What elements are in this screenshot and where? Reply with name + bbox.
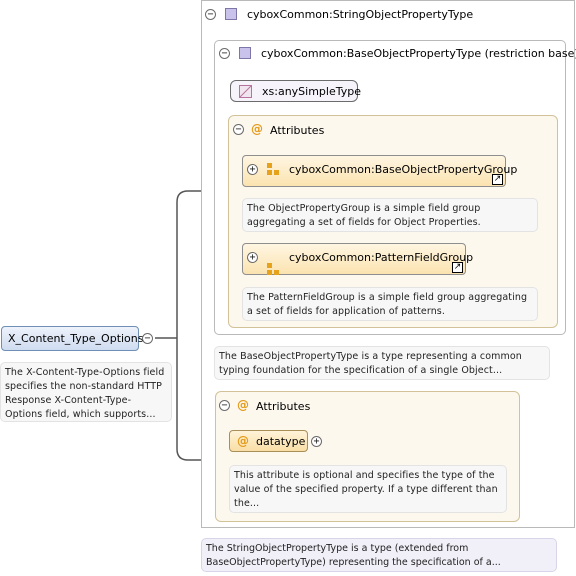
expand-icon[interactable]: + xyxy=(247,252,258,263)
attribute-datatype-doc: This attribute is optional and specifies… xyxy=(229,465,507,513)
collapse-icon[interactable]: − xyxy=(205,9,216,20)
link-icon[interactable]: ↗ xyxy=(452,262,463,273)
at-icon: @ xyxy=(237,434,249,448)
attribute-group-box[interactable] xyxy=(242,243,466,275)
attribute-group-doc: The PatternFieldGroup is a simple field … xyxy=(242,287,538,321)
root-element-box[interactable]: X_Content_Type_Options xyxy=(1,326,144,351)
root-element-label: X_Content_Type_Options xyxy=(8,332,144,345)
root-element-doc: The X-Content-Type-Options field specifi… xyxy=(0,362,172,422)
attribute-datatype-box[interactable]: @ datatype xyxy=(229,430,308,452)
outer-type-doc: The StringObjectPropertyType is a type (… xyxy=(201,538,557,572)
expand-icon[interactable]: + xyxy=(247,164,258,175)
attribute-group-icon xyxy=(267,163,279,175)
collapse-icon[interactable]: − xyxy=(142,333,153,344)
collapse-icon[interactable]: − xyxy=(219,400,230,411)
attribute-group-label: cyboxCommon:PatternFieldGroup xyxy=(289,251,474,264)
ext-attributes-title: Attributes xyxy=(256,400,311,413)
base-type-label: cyboxCommon:BaseObjectPropertyType (rest… xyxy=(261,47,576,60)
at-icon: @ xyxy=(251,122,263,136)
base-attributes-title: Attributes xyxy=(270,124,325,137)
simple-type-icon xyxy=(239,85,252,98)
attribute-group-icon xyxy=(267,263,279,275)
simple-type-label: xs:anySimpleType xyxy=(262,85,361,98)
outer-type-label: cyboxCommon:StringObjectPropertyType xyxy=(247,8,474,21)
attribute-group-label: cyboxCommon:BaseObjectPropertyGroup xyxy=(289,163,518,176)
expand-icon[interactable]: + xyxy=(311,436,322,447)
simple-type-box[interactable]: xs:anySimpleType xyxy=(230,80,361,102)
collapse-icon[interactable]: − xyxy=(233,124,244,135)
type-icon xyxy=(225,8,237,20)
collapse-icon[interactable]: − xyxy=(219,48,230,59)
attribute-group-doc: The ObjectPropertyGroup is a simple fiel… xyxy=(242,198,538,232)
attribute-group-box[interactable] xyxy=(242,155,506,187)
attribute-datatype-label: datatype xyxy=(256,435,306,448)
at-icon: @ xyxy=(237,398,249,412)
base-type-doc: The BaseObjectPropertyType is a type rep… xyxy=(214,346,550,380)
link-icon[interactable]: ↗ xyxy=(492,174,503,185)
type-icon xyxy=(239,47,251,59)
